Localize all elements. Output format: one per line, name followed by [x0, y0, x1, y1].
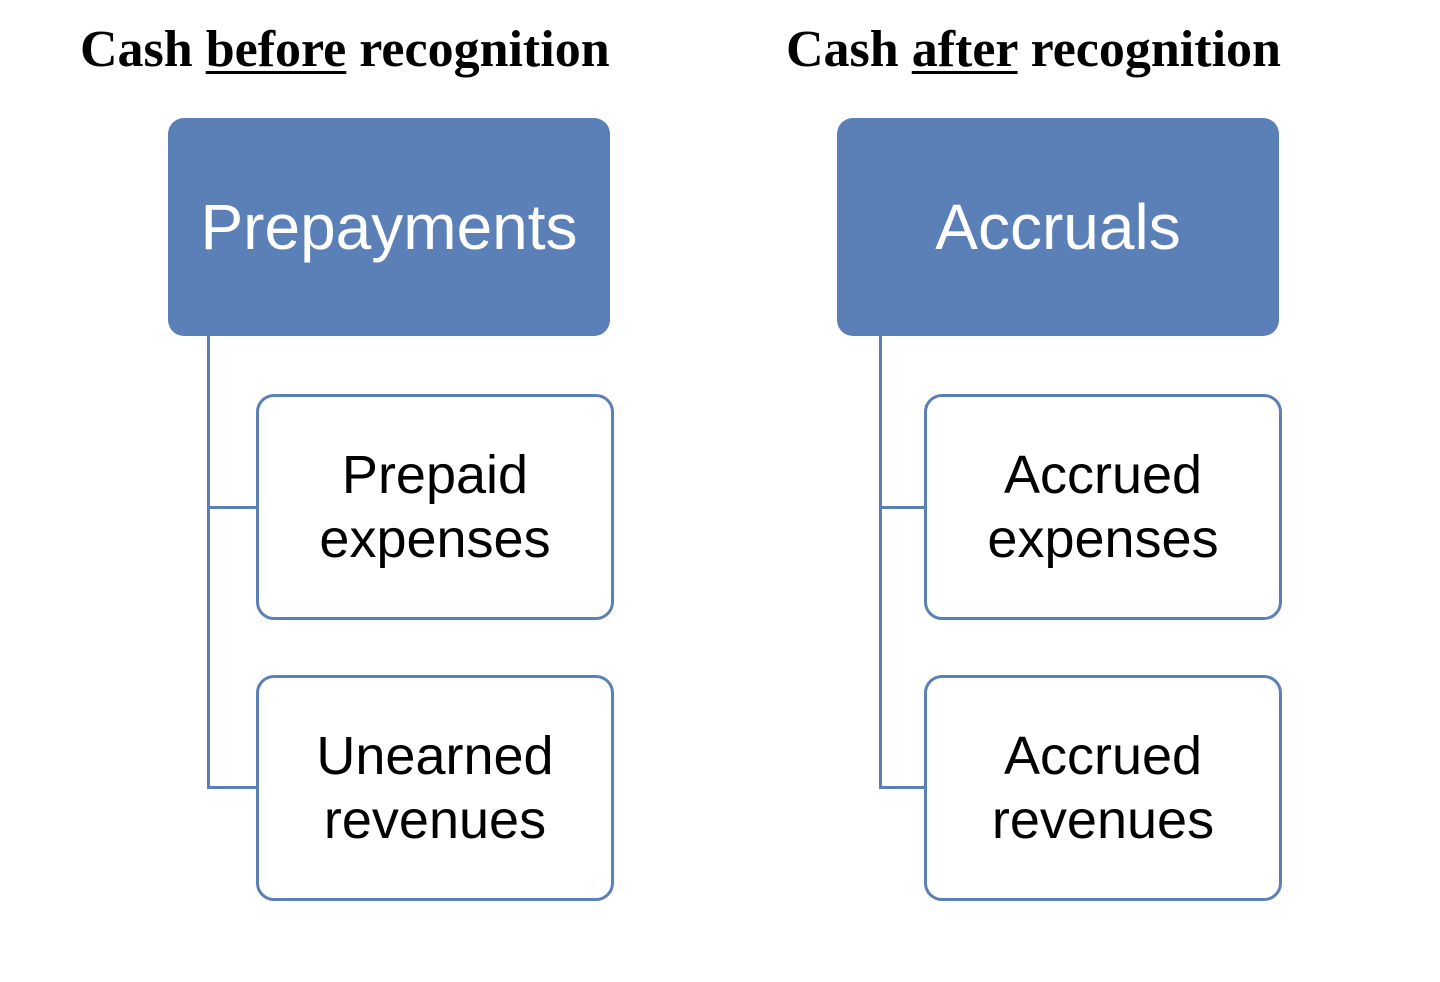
- heading-right-underlined: after: [911, 21, 1018, 78]
- heading-left-underlined: before: [205, 21, 347, 78]
- accruals-label: Accruals: [935, 191, 1181, 263]
- connector-right-branch-1: [879, 506, 925, 509]
- connector-right-vertical: [879, 336, 882, 789]
- accrued-expenses-box: Accrued expenses: [924, 394, 1282, 620]
- heading-right-prefix: Cash: [786, 21, 912, 78]
- connector-left-vertical: [207, 336, 210, 789]
- unearned-revenues-line1: Unearned: [316, 726, 554, 786]
- accrued-revenues-line1: Accrued: [1003, 726, 1203, 786]
- connector-left-branch-2: [207, 786, 257, 789]
- connector-left-branch-1: [207, 506, 257, 509]
- accrued-expenses-line2: expenses: [987, 509, 1219, 569]
- heading-right-suffix: recognition: [1017, 21, 1281, 78]
- heading-cash-after-recognition: Cash after recognition: [786, 18, 1281, 82]
- accrued-expenses-line1: Accrued: [1003, 445, 1203, 505]
- heading-left-prefix: Cash: [80, 21, 206, 78]
- accrued-revenues-box: Accrued revenues: [924, 675, 1282, 901]
- unearned-revenues-box: Unearned revenues: [256, 675, 614, 901]
- accruals-box: Accruals: [837, 118, 1279, 336]
- unearned-revenues-line2: revenues: [323, 790, 547, 850]
- heading-cash-before-recognition: Cash before recognition: [80, 18, 610, 82]
- prepaid-expenses-line1: Prepaid: [341, 445, 529, 505]
- connector-right-branch-2: [879, 786, 925, 789]
- prepaid-expenses-box: Prepaid expenses: [256, 394, 614, 620]
- prepayments-box: Prepayments: [168, 118, 610, 336]
- heading-left-suffix: recognition: [346, 21, 610, 78]
- prepayments-label: Prepayments: [200, 191, 578, 263]
- accrued-revenues-line2: revenues: [991, 790, 1215, 850]
- prepaid-expenses-line2: expenses: [319, 509, 551, 569]
